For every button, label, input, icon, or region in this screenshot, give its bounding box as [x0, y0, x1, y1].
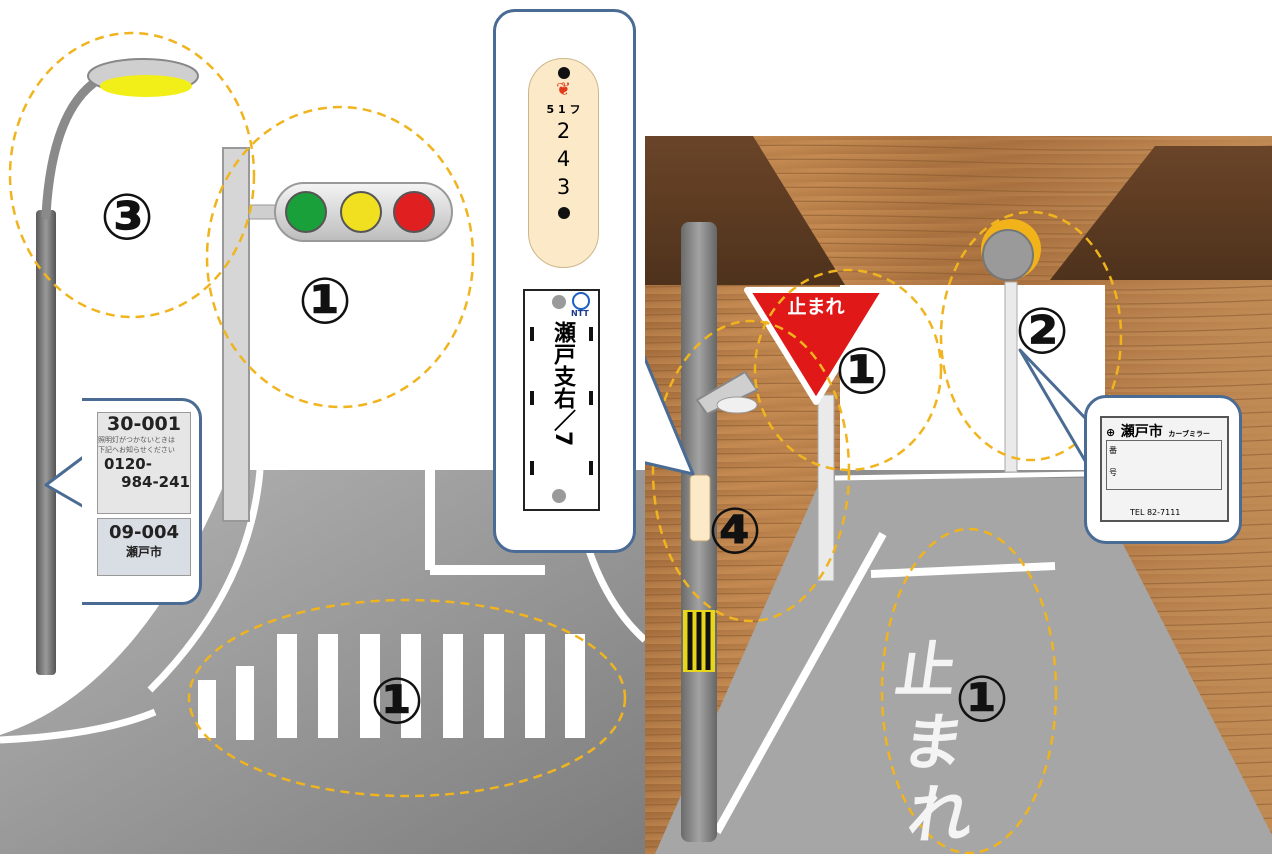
pole-tag-top-hole [557, 67, 570, 79]
right-roof [1050, 146, 1272, 280]
pole-tag-bottom-hole [557, 207, 570, 219]
label-signal: ① [298, 265, 353, 339]
left-scene: ③ ① ① 30-001 照明灯がつかないときは 下記へお知らせください 012… [0, 31, 645, 854]
mirror-plate-subtitle: カーブミラー [1168, 430, 1210, 438]
plate-line-7: 瀬戸市 [125, 545, 162, 559]
streetlight [36, 58, 199, 675]
streetlight-plate-id: 09-004 瀬戸市 [97, 518, 191, 576]
annotation-rings-right [651, 210, 1123, 855]
plate-line-2: 照明灯がつかないときは [98, 436, 175, 444]
pole-tag-digit-3: 3 [556, 175, 571, 199]
pole-tag-code: 5 1 フ [546, 103, 581, 116]
ntt-tag: NTT 瀬戸支右／7 [523, 289, 600, 511]
label-road-marking: ① [955, 663, 1010, 737]
label-utility-pole: ④ [708, 495, 763, 569]
plate-line-3: 下記へお知らせください [98, 446, 175, 454]
ntt-logo-icon [572, 292, 590, 310]
mirror-plate-tel: TEL 82-7111 [1130, 508, 1181, 517]
pole-tag: ❦ 5 1 フ 2 4 3 [528, 58, 599, 268]
ntt-bottom-bolt-icon [552, 489, 566, 503]
plate-line-1: 30-001 [107, 413, 181, 435]
mirror-plate-title: 瀬戸市 [1120, 424, 1163, 440]
pole-tag-logo-icon: ❦ [555, 79, 572, 100]
mirror-plate-box: 番 号 [1106, 440, 1222, 490]
label-streetlight: ③ [100, 181, 155, 255]
streetlight-plate-number: 30-001 照明灯がつかないときは 下記へお知らせください 0120- 984… [97, 412, 191, 514]
road-marking-char-3: れ [902, 779, 978, 853]
right-road [655, 470, 1272, 854]
plate-line-4: 0120- [104, 455, 152, 473]
annotation-rings-left [8, 31, 627, 798]
mirror-plate-logo-icon: ⊕ [1106, 426, 1116, 439]
mirror-plate-row-2: 号 [1109, 468, 1117, 477]
mirror-plate: ⊕ 瀬戸市 カーブミラー 番 号 TEL 82-7111 [1100, 416, 1229, 522]
gap-sky [840, 285, 1105, 475]
pole-tag-digit-1: 2 [556, 119, 571, 143]
label-crosswalk: ① [370, 665, 425, 739]
left-scene-drawing [0, 31, 645, 854]
mirror-plate-header: ⊕ 瀬戸市 カーブミラー [1106, 421, 1227, 441]
stop-sign [744, 287, 888, 582]
traffic-signal [222, 147, 453, 522]
label-curve-mirror: ② [1015, 295, 1070, 369]
crosswalk [198, 634, 585, 740]
curve-mirror [981, 219, 1041, 473]
stop-sign-text: 止まれ [787, 296, 845, 318]
right-scene: 止まれ ① ② ④ ① 止 ま れ ⊕ 瀬戸市 カーブミラー 番 号 TEL 8… [631, 0, 1272, 855]
plate-line-5: 984-241 [121, 473, 190, 491]
mirror-plate-row-1: 番 [1109, 446, 1117, 455]
plate-line-6: 09-004 [108, 522, 180, 543]
ntt-logo-text: NTT [571, 309, 589, 318]
utility-pole [681, 222, 759, 842]
ntt-tag-name: 瀬戸支右／7 [550, 321, 575, 447]
ntt-top-bolt-icon [552, 295, 566, 309]
pole-tag-digit-2: 4 [556, 147, 571, 171]
label-stop-sign: ① [835, 335, 890, 409]
